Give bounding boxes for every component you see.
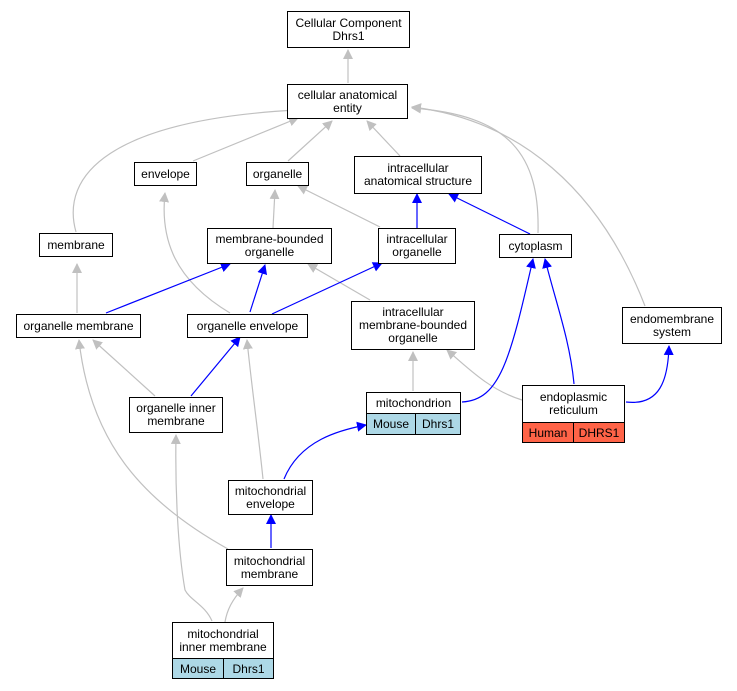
node-label-line: intracellular <box>386 232 448 246</box>
edge-oe-envelope <box>159 192 231 314</box>
edge-er-endo <box>625 345 674 403</box>
edge-me-mito <box>283 421 367 480</box>
node-label-line: mitochondrial <box>233 553 306 568</box>
node-label-line: anatomical structure <box>363 174 473 188</box>
edge-organelle-cae <box>287 120 333 162</box>
edge-mim-mm <box>224 587 244 623</box>
node-label-line: mitochondrial <box>187 626 259 641</box>
node-label: mitochondrion <box>375 395 452 410</box>
annotation-gene-mim: Dhrs1 <box>223 658 274 679</box>
node-label: organelle envelope <box>196 318 299 333</box>
annotation-mouse-mim: Mouse <box>172 658 224 679</box>
node-label-line: organelle <box>392 245 442 259</box>
edge-oe-io <box>271 262 383 315</box>
node-cytoplasm[interactable]: cytoplasm <box>499 234 572 258</box>
node-label: membrane <box>47 237 105 252</box>
annotation-mouse-mitochondrion: Mouse <box>366 413 416 435</box>
node-label-line: inner membrane <box>179 639 267 654</box>
node-label-line: Dhrs1 <box>332 28 365 43</box>
annotation-gene: DHRS1 <box>578 425 620 440</box>
edge-er-cyto <box>542 258 575 385</box>
edge-er-imbo <box>446 349 523 401</box>
annotation-species: Human <box>528 425 568 440</box>
node-label-line: organelle inner <box>136 401 216 415</box>
node-membrane[interactable]: membrane <box>39 233 113 257</box>
node-label-line: membrane-bounded <box>215 232 324 246</box>
node-organelle[interactable]: organelle <box>246 162 309 186</box>
annotation-gene: Dhrs1 <box>421 417 454 431</box>
node-label-line: endoplasmic <box>539 390 608 404</box>
node-label-line: envelope <box>246 496 295 511</box>
annotation-gene-mitochondrion: Dhrs1 <box>415 413 461 435</box>
node-label: organelle <box>252 166 303 181</box>
annotation-human-er: Human <box>522 422 574 443</box>
edge-imbo-mbo <box>307 263 371 301</box>
node-label: cytoplasm <box>508 238 563 253</box>
node-envelope[interactable]: envelope <box>134 162 197 186</box>
edge-cyto-cae <box>411 103 539 234</box>
node-organelle-envelope[interactable]: organelle envelope <box>187 314 308 338</box>
node-label-line: organelle <box>388 331 438 345</box>
node-label-line: membrane <box>240 566 299 581</box>
edge-mim-oim <box>170 434 213 622</box>
node-label-line: entity <box>333 100 362 115</box>
edge-membrane-cae <box>72 105 298 233</box>
annotation-gene: Dhrs1 <box>232 661 265 676</box>
edge-cyto-ias <box>448 193 531 235</box>
node-label: envelope <box>141 166 190 181</box>
edge-om-mbo <box>105 262 231 314</box>
node-label-line: cellular anatomical <box>297 87 398 102</box>
node-organelle-membrane[interactable]: organelle membrane <box>16 314 141 338</box>
edge-envelope-cae <box>192 116 299 162</box>
annotation-gene-er: DHRS1 <box>573 422 625 443</box>
edge-oim-oe <box>190 336 241 397</box>
node-label-line: intracellular <box>387 161 449 175</box>
node-label: organelle membrane <box>23 318 134 333</box>
edge-oe-mbo <box>249 264 268 313</box>
edge-endo-cae <box>411 103 646 307</box>
annotation-species: Mouse <box>179 661 217 676</box>
node-label-line: Cellular Component <box>295 15 402 30</box>
edge-oim-om <box>92 339 156 397</box>
node-label-line: reticulum <box>549 403 598 417</box>
annotation-species: Mouse <box>372 417 410 431</box>
node-label-line: endomembrane <box>629 311 715 326</box>
node-label-line: mitochondrial <box>234 483 307 498</box>
edge-mbo-organelle <box>269 189 280 229</box>
node-label-line: membrane <box>147 414 205 428</box>
edge-ias-cae <box>366 120 401 157</box>
node-label-line: intracellular <box>382 305 444 319</box>
edge-io-organelle <box>297 185 381 228</box>
node-label-line: system <box>652 324 691 339</box>
edge-mito-cyto <box>461 258 536 403</box>
edge-mm-om <box>75 339 229 550</box>
node-label-line: organelle <box>244 245 295 259</box>
edge-me-oe <box>242 339 264 480</box>
node-label-line: membrane-bounded <box>358 318 468 332</box>
node-mitochondrion[interactable]: mitochondrion <box>366 392 461 414</box>
